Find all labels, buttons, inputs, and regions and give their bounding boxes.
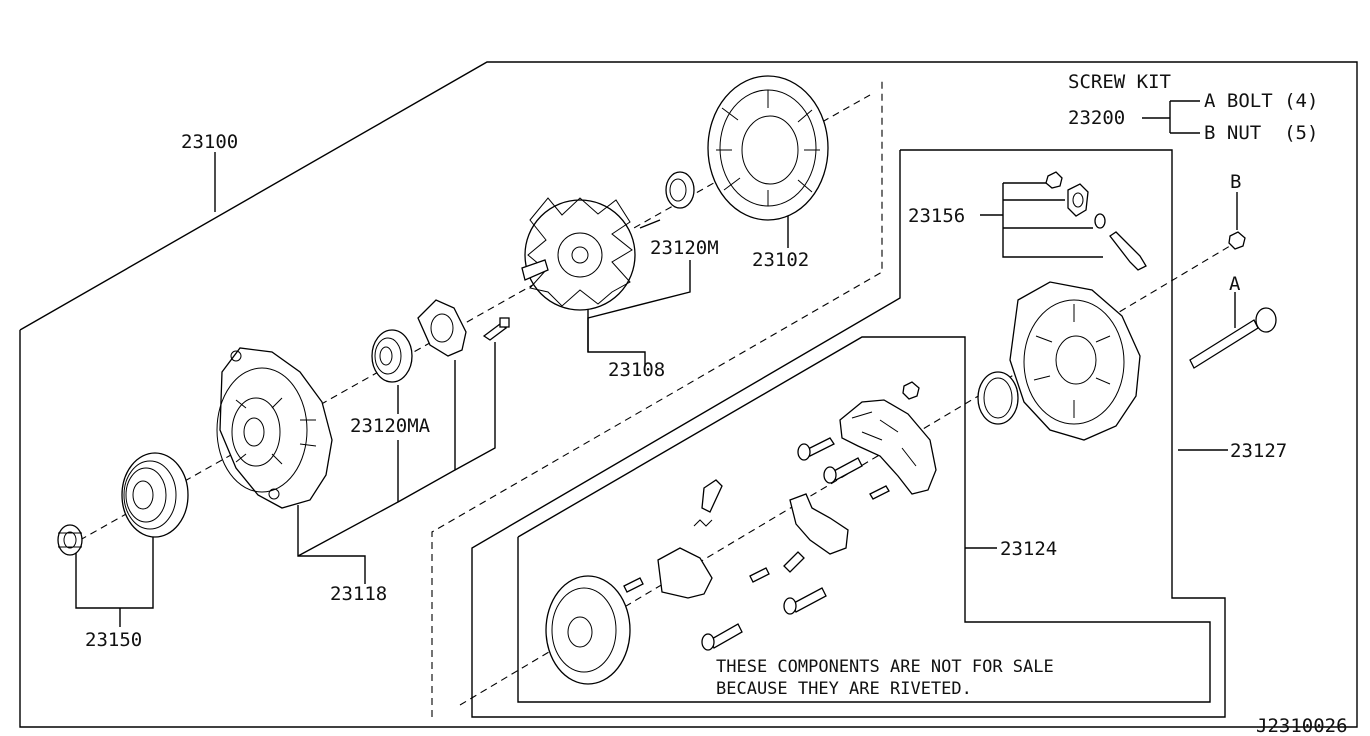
screw-kit-part-number: 23200 [1068,107,1125,129]
nut-b-icon [1228,231,1246,250]
rotor-dashed-frame [431,80,883,717]
screw-kit-title: SCREW KIT [1068,71,1171,93]
part-23118-label: 23118 [330,583,387,605]
through-bolt-a-icon [1189,307,1277,369]
screw-kit-nut-label: B NUT (5) [1204,122,1318,144]
note-line-1: THESE COMPONENTS ARE NOT FOR SALE [716,657,1054,677]
terminal-washer-icon [1094,213,1106,229]
regulator-nut-icon [902,381,920,400]
terminal-nut-icon [1045,171,1063,189]
leader-23150 [75,535,154,609]
regulator-frame [517,336,1211,703]
regulator-screw-4-icon [623,577,644,593]
regulator-icon [657,547,713,599]
retainer-screw-icon [482,317,510,341]
pulley-icon [121,452,189,538]
regulator-screw-5-icon [749,567,770,583]
part-23100-label: 23100 [181,131,238,153]
marker-b-label: B [1230,171,1241,193]
regulator-screw-6-icon [783,587,827,615]
part-23127-label: 23127 [1230,440,1287,462]
brush-icon [701,479,723,513]
leader-23118-d [454,342,496,471]
part-23124-label: 23124 [1000,538,1057,560]
regulator-screw-3-icon [869,485,890,500]
brush-small-icon [783,551,805,573]
regulator-screw-7-icon [701,623,743,651]
terminal-insulator-icon [1067,183,1089,217]
part-23156-label: 23156 [908,205,965,227]
regulator-screw-2-icon [823,457,863,484]
screw-kit-bolt-label: A BOLT (4) [1204,90,1318,112]
front-housing-icon [216,347,333,509]
marker-a-label: A [1229,273,1241,295]
o-ring-icon [977,371,1019,425]
part-23150-label: 23150 [85,629,142,651]
rear-bearing-icon [665,171,695,209]
rectifier-icon [839,399,937,495]
diagram-id: J2310026 [1256,715,1348,736]
rear-housing-icon [1009,281,1141,441]
retainer-plate-icon [417,299,467,357]
brush-spring-icon [693,519,713,527]
rotor-icon [521,197,661,311]
terminal-bolt-icon [1109,231,1147,271]
part-23102-label: 23102 [752,249,809,271]
regulator-screw-1-icon [797,437,835,461]
leader-23156-v [1002,183,1103,258]
part-23120ma-label: 23120MA [350,415,431,437]
part-23108-label: 23108 [608,359,665,381]
main-assembly-frame [19,61,1358,728]
part-23120m-label: 23120M [650,237,719,259]
stator-icon [707,75,829,221]
leader-23118 [297,505,366,584]
rear-cover-icon [545,575,631,685]
brush-holder-icon [789,493,849,555]
pulley-nut-icon [57,524,83,556]
rear-cover-frame [471,149,1226,718]
note-line-2: BECAUSE THEY ARE RIVETED. [716,679,972,699]
front-bearing-icon [371,329,413,383]
